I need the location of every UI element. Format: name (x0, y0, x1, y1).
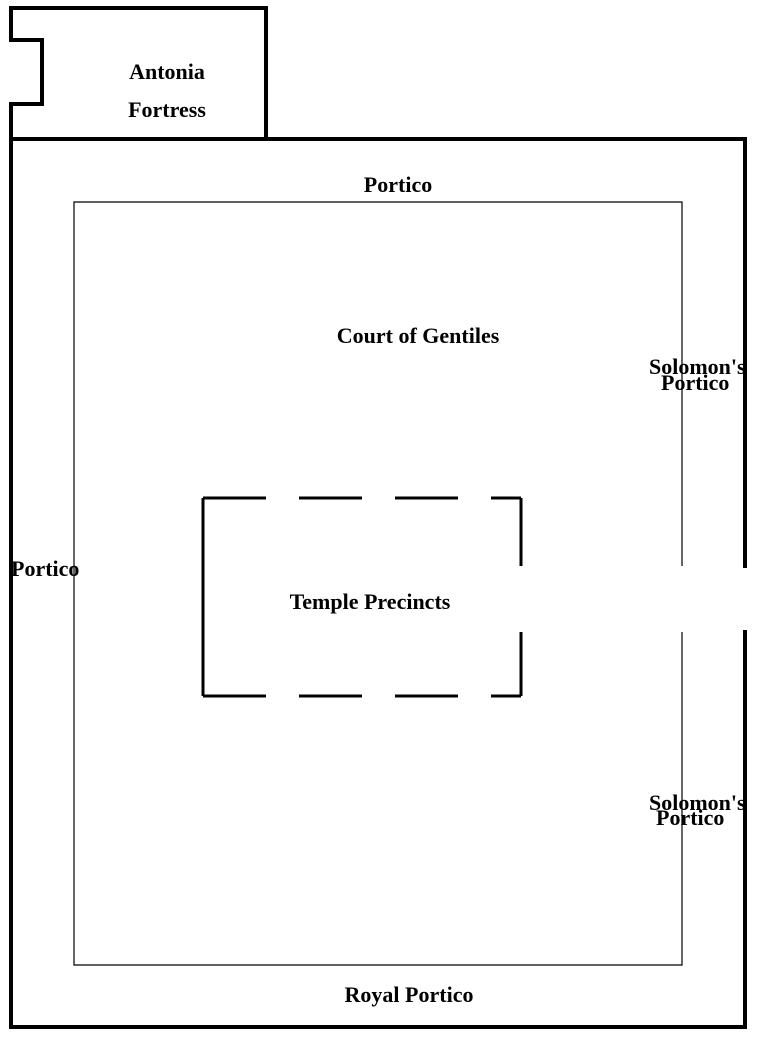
solomons-portico-lower-label-line2: Portico (656, 805, 724, 830)
solomons-portico-upper-label-line2: Portico (661, 370, 729, 395)
royal-portico-label: Royal Portico (345, 982, 474, 1007)
solomons-portico-lower-label-line1: Solomon's (649, 790, 746, 815)
temple-precincts-label: Temple Precincts (290, 589, 451, 614)
antonia-fortress-label-line1: Antonia (129, 59, 205, 84)
antonia-fortress-outline (9, 6, 268, 141)
court-of-gentiles-label: Court of Gentiles (337, 323, 500, 348)
portico-top-label: Portico (364, 172, 432, 197)
portico-left-label: Portico (11, 556, 79, 581)
temple-precincts-boundary (201, 496, 523, 698)
court-of-gentiles-boundary (73, 201, 683, 966)
outer-wall (9, 137, 747, 1029)
solomons-portico-upper-label-line1: Solomon's (649, 354, 746, 379)
antonia-fortress-label-line2: Fortress (128, 97, 206, 122)
